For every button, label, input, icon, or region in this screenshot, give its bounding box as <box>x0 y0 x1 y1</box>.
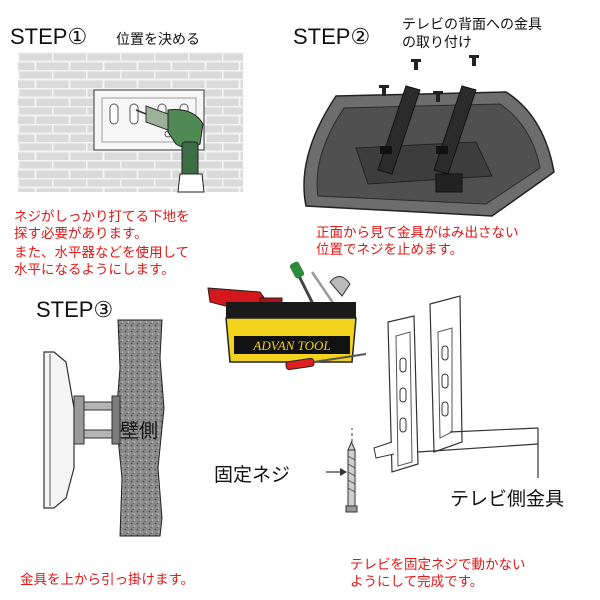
tv-bracket-right <box>433 85 477 175</box>
toolbox-brand-label: ADVAN TOOL <box>252 338 330 353</box>
step2-title: STEP② <box>293 24 371 49</box>
power-drill-icon <box>135 105 205 193</box>
toolbox-illustration: ADVAN TOOL <box>207 261 367 371</box>
wall-side-label: 壁側 <box>120 420 159 442</box>
fixing-screw-icon <box>345 440 358 513</box>
step2-subtitle-line1: テレビの背面への金具 <box>402 17 542 33</box>
step1-note1-line1: ネジがしっかり打てる下地を <box>14 209 190 225</box>
screw-icon <box>379 55 479 102</box>
loose-screwdriver-icon <box>285 353 367 371</box>
wall-rail-bracket <box>429 295 463 453</box>
tv-side-bracket <box>373 315 419 473</box>
step2-note-line2: 位置でネジを止めます。 <box>316 242 464 258</box>
step2-tv-back-illustration <box>303 55 555 217</box>
step3-caption: 金具を上から引っ掛けます。 <box>20 572 195 588</box>
step1-title: STEP① <box>10 24 88 49</box>
step4-caption-line2: ようにして完成です。 <box>350 574 484 590</box>
step3-title: STEP③ <box>36 297 114 322</box>
step1-note1-line2: 探す必要があります。 <box>14 226 148 242</box>
tv-bracket-label: テレビ側金具 <box>450 488 565 510</box>
step4-caption-line1: テレビを固定ネジで動かない <box>350 557 526 573</box>
step1-subtitle: 位置を決める <box>116 32 200 48</box>
step1-note2-line1: また、水平器などを使用して <box>14 245 190 261</box>
tv-bracket-left <box>377 85 421 175</box>
step2-note-line1: 正面から見て金具がはみ出さない <box>316 225 519 241</box>
step2-subtitle-line2: の取り付け <box>402 35 472 51</box>
step1-note2-line2: 水平になるようにします。 <box>14 262 175 278</box>
step4-bracket-screw-illustration <box>326 295 539 513</box>
step1-wall-drill-illustration <box>18 52 243 193</box>
tv-side-profile <box>43 351 75 509</box>
fixing-screw-label: 固定ネジ <box>214 464 291 486</box>
step3-side-view-illustration <box>43 319 165 537</box>
